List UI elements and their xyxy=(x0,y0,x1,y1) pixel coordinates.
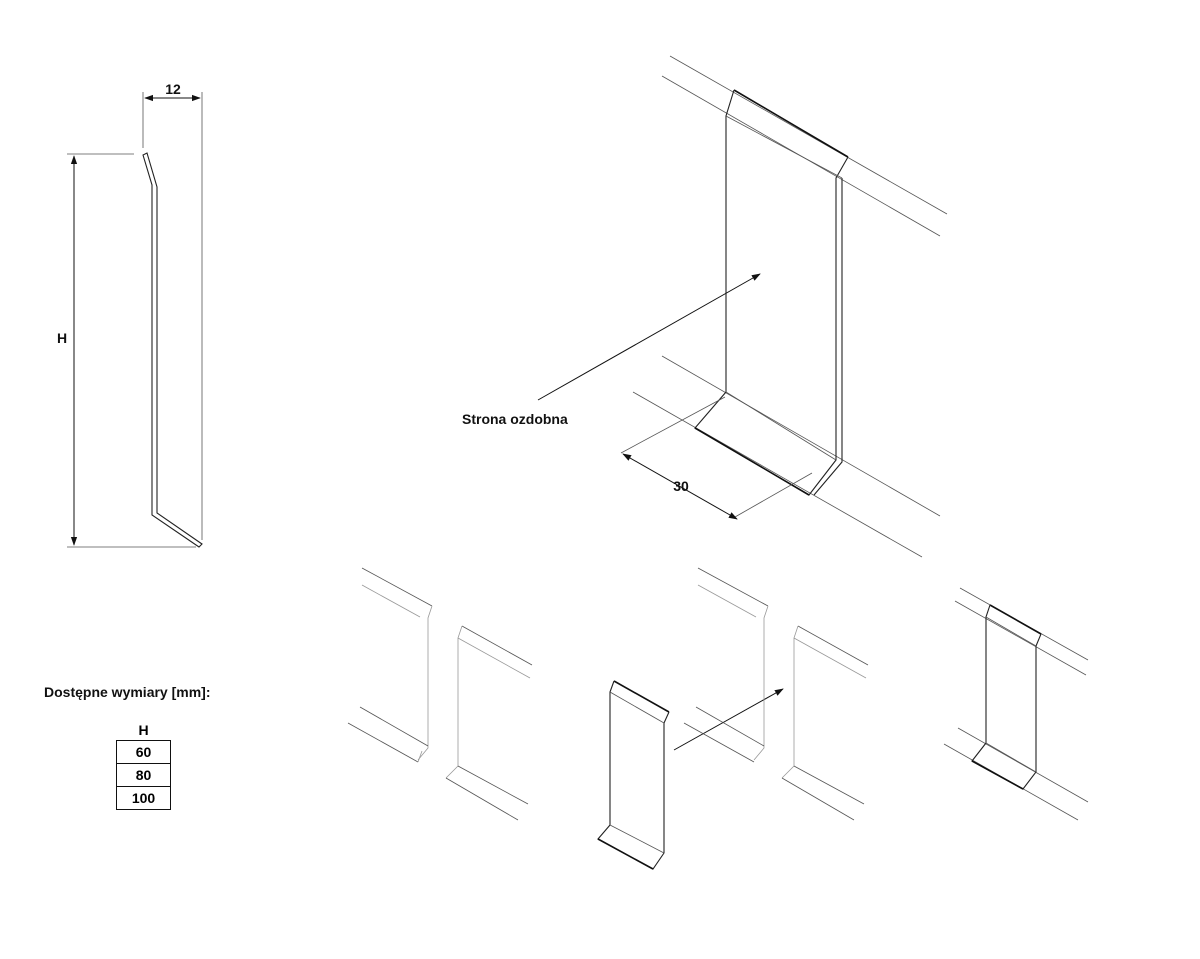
size-value: 60 xyxy=(116,740,171,764)
available-sizes-table: H 60 80 100 xyxy=(116,720,171,810)
size-value: 80 xyxy=(116,763,171,787)
table-row: 80 xyxy=(116,763,171,787)
insertion-arrow xyxy=(673,688,784,751)
callout-label: Strona ozdobna xyxy=(462,411,568,427)
size-value: 100 xyxy=(116,786,171,810)
available-sizes-panel: Dostępne wymiary [mm]: H 60 80 100 xyxy=(44,684,254,810)
available-sizes-header: H xyxy=(138,722,149,738)
available-sizes-title: Dostępne wymiary [mm]: xyxy=(44,684,211,700)
assembly-step-2 xyxy=(597,567,869,870)
main-isometric-view: Strona ozdobna 30 xyxy=(462,55,948,558)
profile-view: 12 H xyxy=(57,81,203,548)
profile-outline xyxy=(142,152,203,548)
table-row: 100 xyxy=(116,786,171,810)
callout-arrow xyxy=(537,273,761,401)
depth-dimension-line xyxy=(622,453,738,520)
width-dimension-label: 12 xyxy=(165,81,181,97)
assembly-step-1 xyxy=(347,567,533,821)
height-dimension-label: H xyxy=(57,330,67,346)
assembly-step-3 xyxy=(943,587,1089,821)
table-row: 60 xyxy=(116,740,171,764)
end-cap xyxy=(694,89,849,496)
depth-dimension-label: 30 xyxy=(673,478,689,494)
